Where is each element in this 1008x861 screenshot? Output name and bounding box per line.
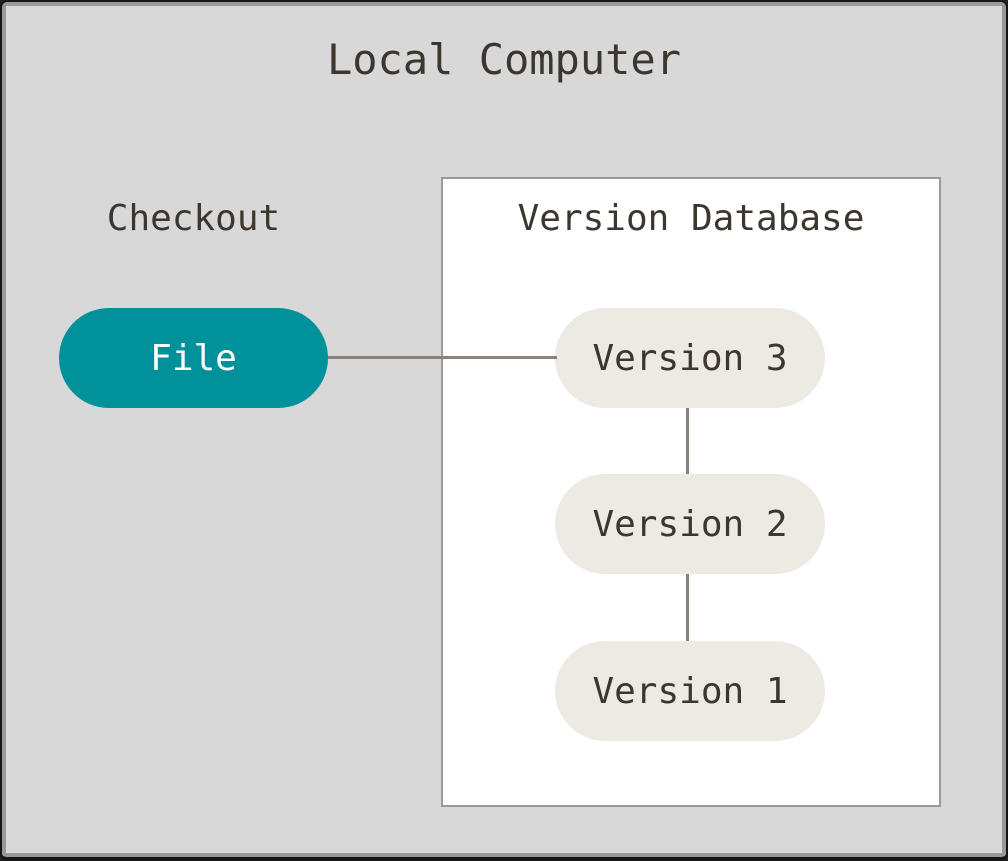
- version-2-node-label: Version 2: [592, 503, 788, 545]
- version-1-node: Version 1: [555, 641, 825, 741]
- connector-version-3-to-version-2: [686, 408, 689, 474]
- version-database-box: Version Database Version 3 Version 2 Ver…: [441, 177, 941, 807]
- file-node-label: File: [150, 337, 237, 379]
- checkout-section-label: Checkout: [106, 198, 281, 239]
- version-database-title: Version Database: [517, 198, 865, 239]
- version-1-node-label: Version 1: [592, 670, 788, 712]
- page-title: Local Computer: [326, 35, 681, 84]
- version-2-node: Version 2: [555, 474, 825, 574]
- diagram-canvas: Local Computer Checkout File Version Dat…: [6, 6, 1002, 853]
- version-3-node: Version 3: [555, 308, 825, 408]
- file-node: File: [59, 308, 328, 408]
- connector-file-to-version-3: [326, 356, 557, 359]
- version-3-node-label: Version 3: [592, 337, 788, 379]
- connector-version-2-to-version-1: [686, 574, 689, 641]
